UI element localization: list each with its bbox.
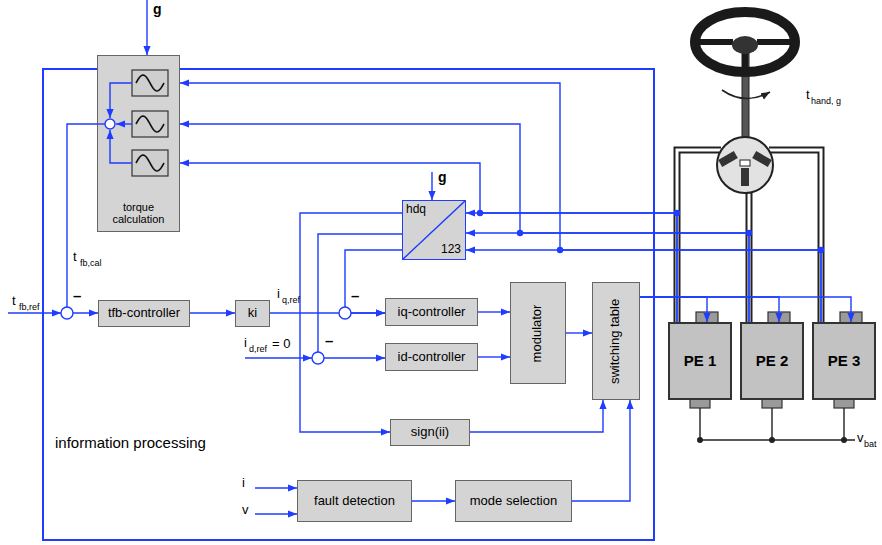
signal-name: i — [244, 336, 247, 349]
signal-name: v — [242, 503, 249, 516]
node-label: modulator — [531, 304, 546, 362]
signal-connector — [67, 124, 98, 313]
signal-wire — [8, 0, 432, 514]
signal-connector — [478, 311, 510, 312]
minus-sign: – — [73, 288, 81, 303]
power-electronics-unit: PE 3 — [812, 322, 876, 400]
signal-subscript: d,ref — [249, 345, 267, 354]
transform-block: hdq 123 — [402, 200, 466, 260]
node-label: information processing — [55, 434, 206, 451]
minus-sign: – — [351, 288, 359, 303]
signal-connector — [640, 297, 779, 322]
signal-subscript: fb,cal — [80, 259, 102, 268]
gain-box: ki — [235, 300, 270, 327]
node-label: fault detection — [314, 494, 395, 509]
signal-name: v — [857, 431, 864, 444]
motor — [717, 137, 773, 193]
steering-wheel — [695, 12, 795, 140]
signal-subscript: hand, g — [811, 97, 841, 106]
node-label: ki — [248, 306, 257, 321]
signal-subscript: q,ref — [282, 296, 300, 305]
junction-dot — [477, 210, 824, 253]
node-label: id-controller — [398, 350, 466, 365]
node-label: sign(ii) — [411, 425, 449, 440]
switching-table-box: switching table — [592, 282, 640, 400]
node-label: mode selection — [470, 494, 557, 509]
node-label: tfb-controller — [108, 306, 180, 321]
controller-box: tfb-controller — [98, 300, 190, 327]
node-label: PE 3 — [828, 352, 861, 369]
signal-name: i — [277, 287, 280, 300]
signal-connector — [640, 297, 707, 322]
signal-name: t — [12, 294, 16, 307]
node-label: torque calculation — [100, 201, 177, 226]
node-label: switching table — [609, 298, 624, 383]
signal-connector — [180, 83, 821, 322]
node-label: iq-controller — [398, 305, 466, 320]
node-label: PE 2 — [756, 352, 789, 369]
mode-selection-box: mode selection — [455, 480, 572, 522]
sign-box: sign(ii) — [390, 419, 470, 446]
junction-dot — [697, 437, 847, 443]
torque-calculation-block: torque calculation — [97, 55, 180, 232]
signal-connector — [180, 124, 749, 322]
processing-frame: information processing torque calculation… — [42, 68, 655, 541]
controller-box: iq-controller — [385, 298, 478, 326]
fault-detection-box: fault detection — [297, 480, 412, 522]
power-electronics-unit: PE 2 — [740, 322, 804, 400]
signal-subscript: fb,ref — [19, 303, 40, 312]
power-electronics-unit: PE 1 — [668, 322, 732, 400]
signal-connector — [640, 297, 851, 322]
signal-connector — [470, 400, 603, 432]
signal-connector — [412, 500, 455, 501]
minus-sign: – — [325, 333, 333, 348]
node-label: PE 1 — [684, 352, 717, 369]
signal-connector — [466, 213, 677, 322]
node-label: hdq — [406, 203, 426, 217]
signal-name: g — [153, 2, 162, 16]
signal-connector — [318, 234, 402, 358]
battery-bus — [700, 408, 855, 440]
signal-name: g — [438, 170, 447, 184]
signal-value: = 0 — [272, 337, 290, 350]
modulator-box: modulator — [510, 282, 566, 384]
signal-name: t — [73, 250, 77, 263]
signal-connector — [478, 356, 510, 357]
signal-connector — [190, 312, 235, 313]
signal-subscript: bat — [864, 440, 877, 449]
signal-connector — [566, 332, 592, 333]
signal-name: i — [242, 476, 245, 489]
node-label: 123 — [441, 243, 461, 257]
signal-connector — [572, 400, 630, 501]
controller-box: id-controller — [385, 343, 478, 371]
signal-name: t — [806, 88, 810, 101]
